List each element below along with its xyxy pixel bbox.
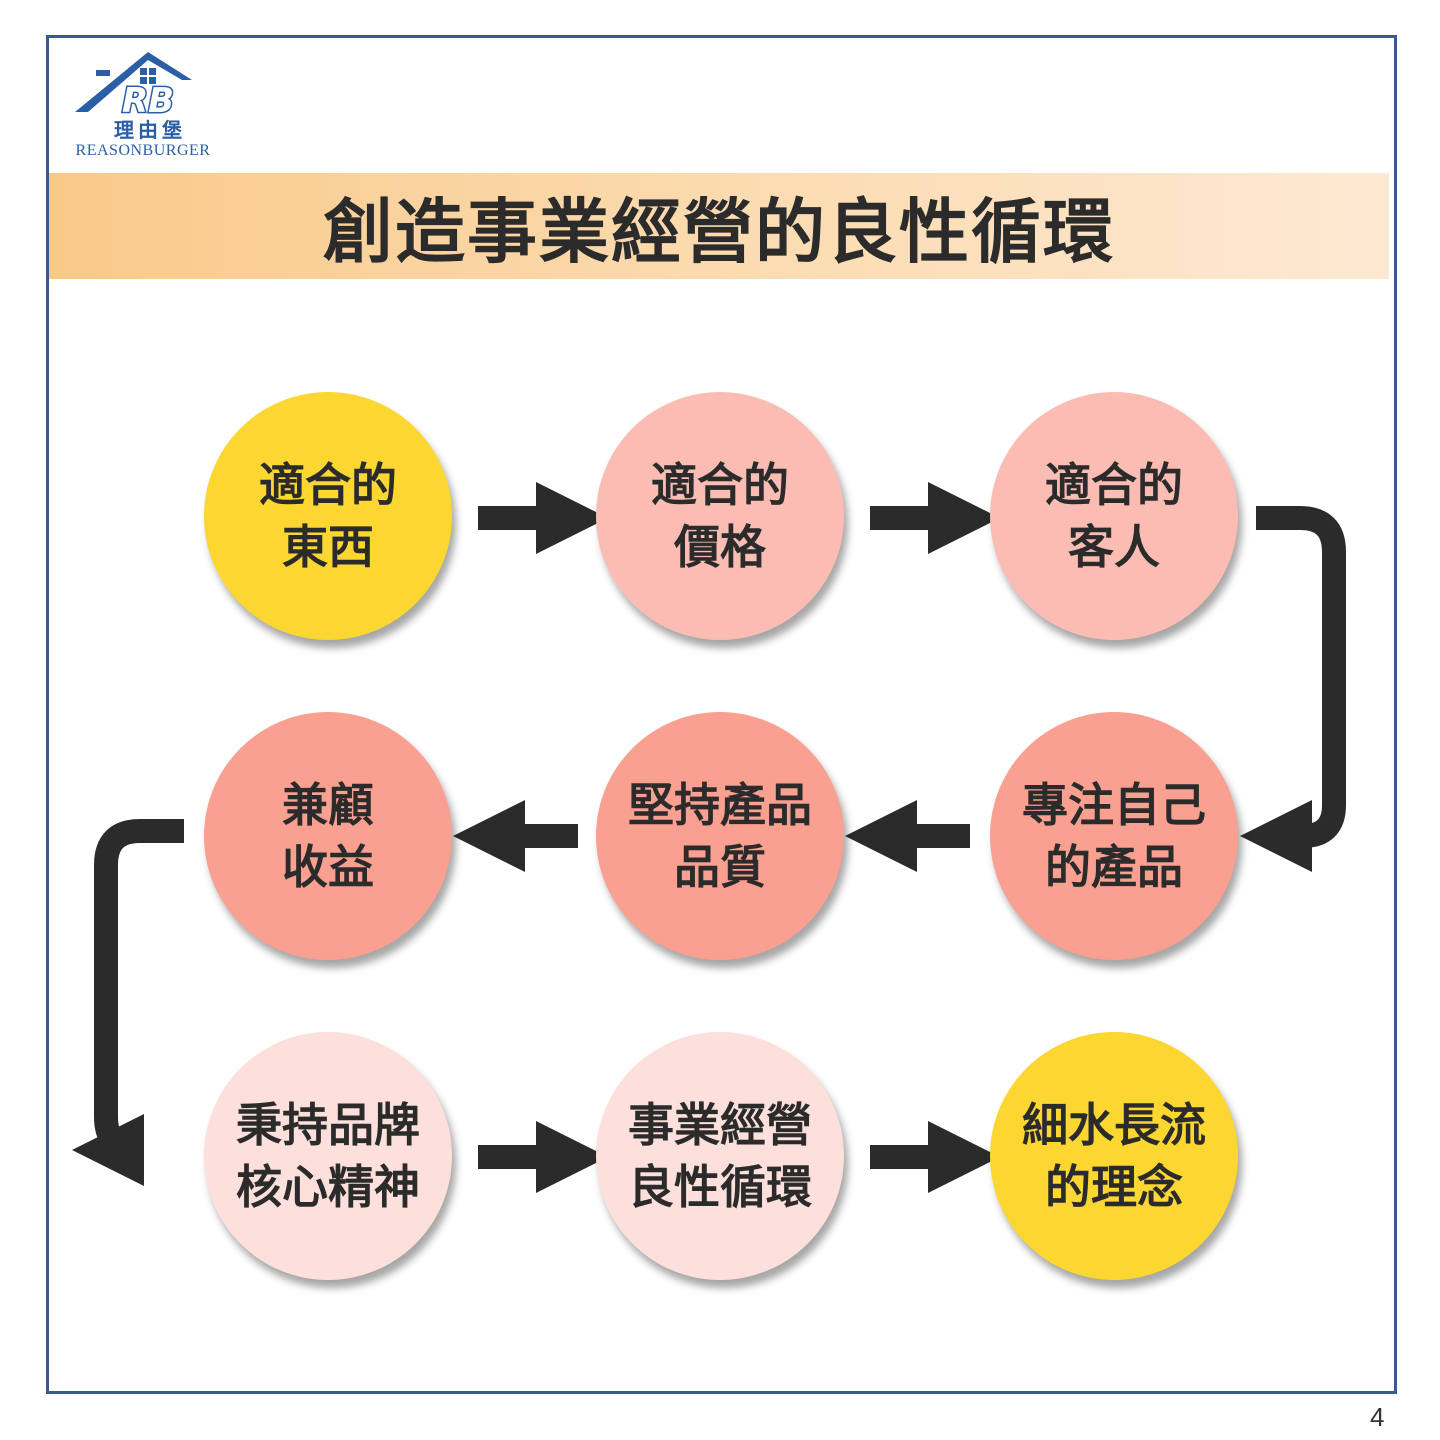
node-label: 堅持產品 品質 [628,778,812,894]
logo: RB 理由堡 REASONBURGER [70,50,220,165]
node-label: 細水長流 的理念 [1022,1098,1206,1214]
node-label: 事業經營 良性循環 [628,1098,812,1214]
node-label: 秉持品牌 核心精神 [236,1098,420,1214]
node-long-term: 細水長流 的理念 [990,1032,1238,1280]
page-title: 創造事業經營的良性循環 [323,190,1115,273]
node-profit: 兼顧 收益 [204,712,452,960]
arrow-n6-n7 [72,819,184,1186]
logo-name-cn: 理由堡 [114,118,186,142]
node-label: 適合的 東西 [259,458,397,574]
arrow-n3-n4 [1240,506,1346,872]
node-suitable-goods: 適合的 東西 [204,392,452,640]
node-quality: 堅持產品 品質 [596,712,844,960]
node-suitable-customers: 適合的 客人 [990,392,1238,640]
node-focus-products: 專注自己 的產品 [990,712,1238,960]
title-band: 創造事業經營的良性循環 [49,173,1389,279]
node-label: 適合的 客人 [1045,458,1183,574]
node-label: 專注自己 的產品 [1022,778,1206,894]
node-suitable-price: 適合的 價格 [596,392,844,640]
house-logo-icon: RB [75,52,192,120]
logo-name-en: REASONBURGER [75,142,211,159]
node-label: 兼顧 收益 [282,778,374,894]
logo-mark: RB [122,81,174,120]
node-virtuous-cycle: 事業經營 良性循環 [596,1032,844,1280]
node-brand-spirit: 秉持品牌 核心精神 [204,1032,452,1280]
node-label: 適合的 價格 [651,458,789,574]
page-number: 4 [1370,1402,1385,1432]
slide-frame [46,35,1397,1394]
